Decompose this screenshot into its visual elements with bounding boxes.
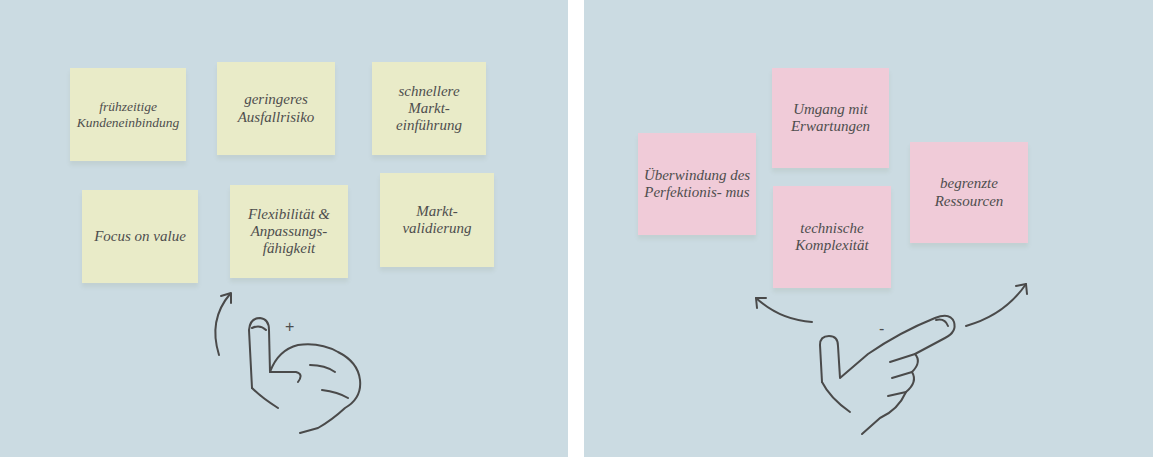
arrow-head	[1016, 284, 1027, 294]
note-text: frühzeitige Kundeneinbindung	[75, 99, 181, 130]
arrow-head	[756, 298, 766, 308]
sticky-note: Umgang mit Erwartungen	[772, 68, 889, 168]
pointing-hand	[820, 316, 955, 434]
thumb-up-hand	[249, 318, 360, 433]
note-text: Umgang mit Erwartungen	[777, 101, 884, 136]
sticky-note: geringeres Ausfallrisiko	[217, 62, 335, 155]
sticky-note: Focus on value	[82, 190, 198, 283]
note-text: geringeres Ausfallrisiko	[222, 91, 330, 126]
note-text: schnellere Markt- einführung	[377, 83, 481, 135]
curved-arrow	[215, 294, 230, 355]
note-text: Flexibilität & Anpassungs- fähigkeit	[235, 206, 343, 258]
sticky-note: schnellere Markt- einführung	[372, 62, 486, 155]
hand-detail	[252, 365, 348, 408]
sticky-note: Flexibilität & Anpassungs- fähigkeit	[230, 185, 348, 278]
sticky-note: Markt- validierung	[380, 173, 494, 267]
note-text: begrenzte Ressourcen	[915, 175, 1023, 210]
curved-arrow	[966, 284, 1026, 326]
arrow-head	[221, 293, 231, 303]
note-text: Überwindung des Perfektionis- mus	[643, 167, 751, 202]
sticky-note: technische Komplexität	[773, 186, 891, 288]
note-text: Markt- validierung	[385, 203, 489, 238]
hand-detail	[822, 354, 915, 412]
curved-arrow	[756, 298, 812, 322]
sticky-note: Überwindung des Perfektionis- mus	[638, 133, 756, 235]
note-text: technische Komplexität	[778, 220, 886, 255]
finger-nail	[936, 320, 948, 326]
sticky-note: frühzeitige Kundeneinbindung	[70, 68, 186, 161]
sign-label: -	[879, 320, 884, 338]
sign-label: +	[285, 318, 294, 336]
note-text: Focus on value	[94, 228, 186, 245]
sticky-note: begrenzte Ressourcen	[910, 142, 1028, 243]
thumb-nail	[252, 326, 266, 330]
